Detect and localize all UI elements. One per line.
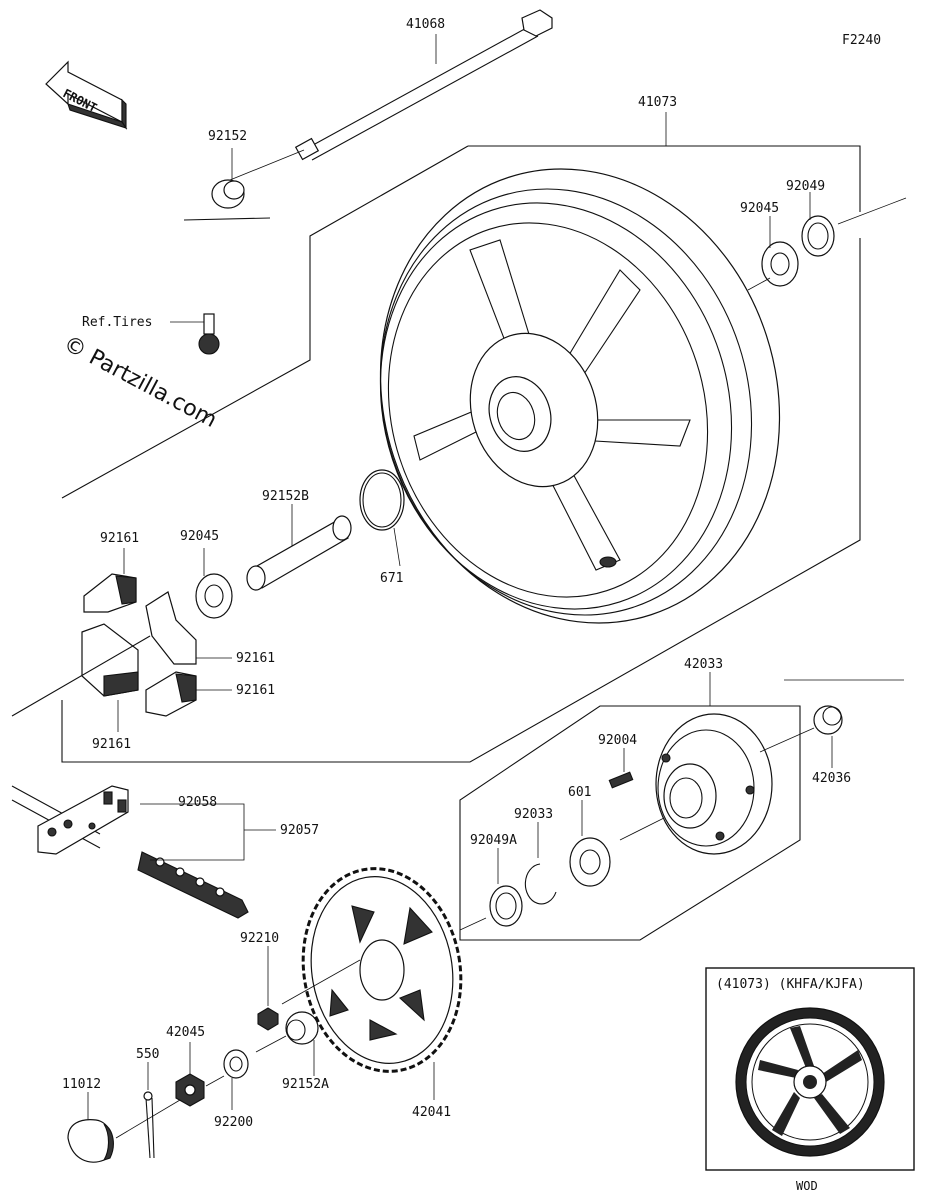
seal-92049a (489, 885, 523, 927)
label-42036: 42036 (812, 771, 851, 786)
damper-92161-d (145, 671, 197, 717)
cap-11012 (67, 1119, 114, 1163)
collar-92152a (285, 1011, 319, 1045)
label-601: 601 (568, 785, 591, 800)
wheel-variant-icon (735, 1007, 885, 1157)
sprocket-carrier-42033 (655, 713, 773, 855)
chain-joint-92058 (11, 785, 129, 855)
figure-code: F2240 (842, 33, 881, 48)
damper-92161-b (145, 591, 197, 665)
bearing-92045-left (195, 573, 233, 619)
label-92045-right: 92045 (740, 201, 779, 216)
label-92033: 92033 (514, 807, 553, 822)
bearing-601 (569, 837, 611, 887)
label-42045: 42045 (166, 1025, 205, 1040)
castle-nut-42045 (175, 1073, 205, 1107)
label-41073: 41073 (638, 95, 677, 110)
label-92200: 92200 (214, 1115, 253, 1130)
label-550: 550 (136, 1047, 159, 1062)
front-arrow-icon: FRONT (45, 60, 128, 130)
sprocket-42041 (301, 867, 463, 1073)
label-11012: 11012 (62, 1077, 101, 1092)
label-42033: 42033 (684, 657, 723, 672)
label-92161-b: 92161 (236, 651, 275, 666)
damper-92161-c (81, 623, 139, 697)
rear-wheel (379, 168, 781, 624)
label-92161-d: 92161 (92, 737, 131, 752)
circlip-92033 (524, 863, 557, 905)
damper-92161-a (83, 573, 137, 613)
bearing-92045-right (761, 241, 799, 287)
label-92004: 92004 (598, 733, 637, 748)
label-92210: 92210 (240, 931, 279, 946)
collar-92152b (246, 515, 352, 591)
inset-caption: WOD (796, 1179, 818, 1193)
axle (229, 9, 553, 181)
label-41068: 41068 (406, 17, 445, 32)
label-92058: 92058 (178, 795, 217, 810)
label-92049a: 92049A (470, 833, 517, 848)
label-ref-tires: Ref.Tires (82, 315, 152, 330)
drive-chain-92057 (137, 851, 249, 919)
cotter-pin-550 (143, 1091, 155, 1159)
sprocket-assembly-frame (459, 705, 801, 941)
label-42041: 42041 (412, 1105, 451, 1120)
o-ring-671 (359, 469, 405, 531)
label-92152: 92152 (208, 129, 247, 144)
label-92161-a: 92161 (100, 531, 139, 546)
variant-inset: (41073) (KHFA/KJFA) WOD (705, 967, 915, 1193)
collar-92152 (183, 179, 271, 221)
nut-92210 (257, 1007, 279, 1031)
stud-92004 (608, 771, 634, 789)
watermark: © Partzilla.com (59, 331, 221, 433)
tire-valve-icon (198, 313, 220, 355)
label-92152b: 92152B (262, 489, 309, 504)
washer-92200 (223, 1049, 249, 1079)
inset-title: (41073) (KHFA/KJFA) (716, 977, 865, 992)
label-671: 671 (380, 571, 403, 586)
label-92161-c: 92161 (236, 683, 275, 698)
label-92049: 92049 (786, 179, 825, 194)
label-92057: 92057 (280, 823, 319, 838)
seal-92049 (801, 215, 835, 257)
label-92045-left: 92045 (180, 529, 219, 544)
collar-42036 (813, 705, 843, 735)
label-92152a: 92152A (282, 1077, 329, 1092)
